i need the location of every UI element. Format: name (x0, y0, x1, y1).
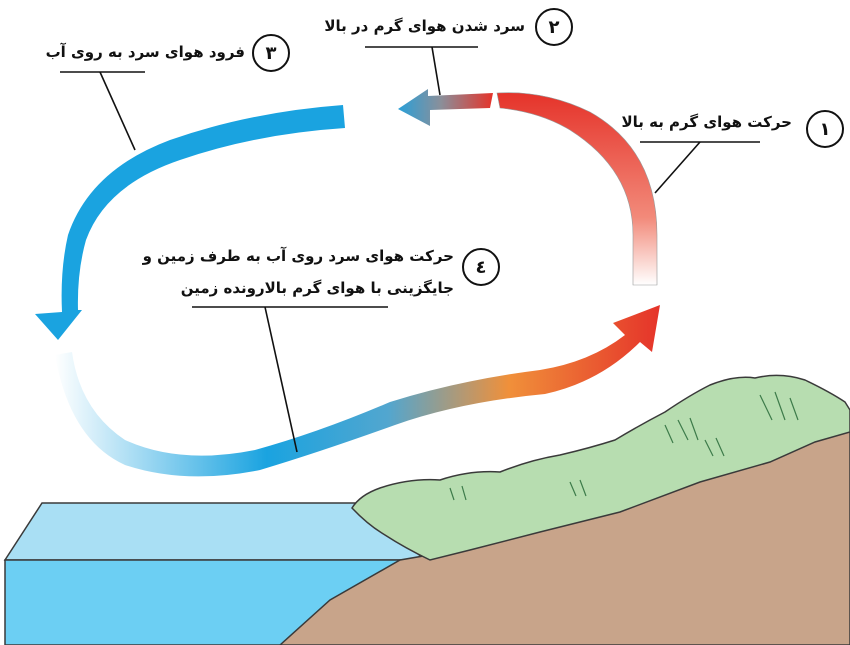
label-text-1: حرکت هوای گرم به بالا (621, 113, 792, 131)
vegetation (351, 374, 850, 561)
label-text-4-line-1: حرکت هوای سرد روی آب به طرف زمین و (142, 247, 454, 265)
leader-line-3-pointer (99, 71, 136, 151)
label-text-2: سرد شدن هوای گرم در بالا (324, 17, 525, 35)
label-number-3: ٣ (252, 34, 290, 72)
slope-hatching (449, 391, 799, 501)
descending-cold-air-arrow (35, 105, 345, 340)
label-number-1: ١ (806, 110, 844, 148)
leader-line-2-pointer (431, 46, 441, 96)
land (278, 374, 850, 645)
rising-warm-air-arrow (496, 92, 658, 286)
leader-line-4-pointer (264, 306, 298, 453)
label-text-3: فرود هوای سرد به روی آب (45, 43, 245, 61)
label-number-2: ٢ (535, 8, 573, 46)
leader-line-1-pointer (654, 141, 701, 194)
leader-lines (60, 46, 760, 453)
label-number-4: ٤ (462, 248, 500, 286)
circulation-arrows (35, 89, 660, 477)
onshore-breeze-arrow (55, 305, 660, 477)
label-text-4-line-2: جایگزینی با هوای گرم بالارونده زمین (180, 279, 454, 297)
cooling-aloft-arrow (398, 89, 493, 126)
